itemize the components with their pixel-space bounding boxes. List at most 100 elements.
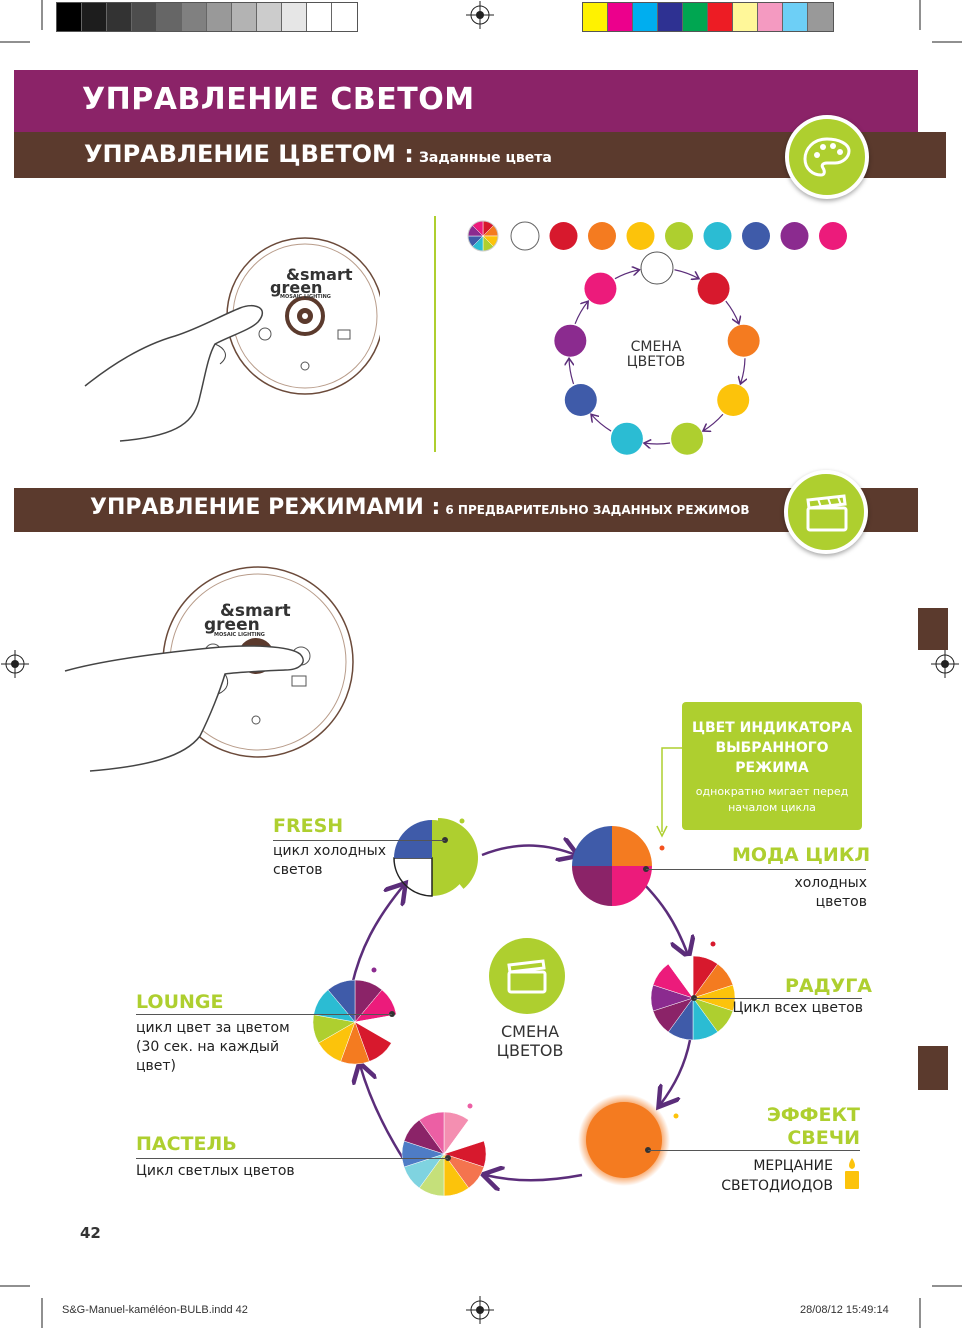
grayscale-swatches xyxy=(56,2,358,32)
label-line xyxy=(136,1158,448,1159)
cycle-arrow xyxy=(674,269,699,279)
footer-file: S&G-Manuel-kaméléon-BULB.indd 42 xyxy=(62,1304,248,1316)
mode-desc-pastel: Цикл светлых цветов xyxy=(136,1163,295,1179)
cycle-color-dot xyxy=(671,422,704,455)
indicator-pointer xyxy=(661,747,682,832)
raduga-pie xyxy=(650,955,736,1041)
mode-desc-fresh: цикл холодных светов xyxy=(273,843,387,878)
color-section-title: УПРАВЛЕНИЕ ЦВЕТОМ : xyxy=(84,140,414,168)
indicator-dot xyxy=(371,967,377,973)
section-divider xyxy=(434,216,436,452)
side-tab xyxy=(918,1046,948,1090)
color-swatch xyxy=(703,222,732,250)
candle-circle xyxy=(586,1102,662,1178)
mode-title-fresh: FRESH xyxy=(273,815,344,837)
pastel-pie xyxy=(401,1111,487,1197)
cycle-color-dot xyxy=(717,384,750,416)
clapperboard-icon xyxy=(784,470,868,554)
color-swatch xyxy=(819,222,847,250)
mode-cycle-label: СМЕНА ЦВЕТОВ xyxy=(496,1022,564,1060)
device-press-color-illustration xyxy=(84,237,380,442)
indicator-dot xyxy=(467,1103,473,1109)
indicator-info-box: ЦВЕТ ИНДИКАТОРА ВЫБРАННОГО РЕЖИМА однокр… xyxy=(682,702,862,830)
cycle-arrow xyxy=(740,358,745,384)
connector-dot xyxy=(389,1011,395,1017)
page-title: УПРАВЛЕНИЕ СВЕТОМ xyxy=(82,82,475,117)
cycle-arrow xyxy=(703,413,724,431)
cycle-color-dot xyxy=(727,324,760,357)
mode-title-lounge: LOUNGE xyxy=(136,991,224,1013)
cycle-arrow xyxy=(725,300,739,324)
footer-date: 28/08/12 15:49:14 xyxy=(800,1304,889,1316)
cycle-arrow xyxy=(574,301,588,325)
indicator-dot xyxy=(459,818,465,824)
cycle-arrow xyxy=(614,270,640,280)
device-press-mode-illustration xyxy=(64,566,354,772)
connector-dot xyxy=(445,1155,451,1161)
label-line xyxy=(136,1014,392,1015)
mode-desc-lounge: цикл цвет за цветом (30 сек. на каждый ц… xyxy=(136,1020,290,1074)
pie-slice xyxy=(327,979,356,1023)
mode-desc-raduga: Цикл всех цветов xyxy=(732,1000,863,1016)
color-cycle-diagram xyxy=(467,220,847,455)
color-swatch xyxy=(780,222,809,250)
mode-cycle-arrow xyxy=(639,879,688,955)
mode-cycle-arrow xyxy=(481,846,576,855)
color-section-subtitle: Заданные цвета xyxy=(418,150,552,166)
color-swatch xyxy=(665,222,693,250)
color-swatch xyxy=(510,221,540,251)
cycle-color-dot xyxy=(640,251,674,285)
pie-slice xyxy=(418,1111,445,1155)
color-swatch xyxy=(549,222,578,250)
mode-title-moda: МОДА ЦИКЛ xyxy=(732,844,871,866)
cycle-color-dot xyxy=(610,422,643,455)
color-cycle-label: СМЕНА ЦВЕТОВ xyxy=(626,339,686,370)
mode-cycle-arrow xyxy=(485,1175,583,1180)
page-number: 42 xyxy=(80,1224,101,1242)
mode-desc-candle: МЕРЦАНИЕ СВЕТОДИОДОВ xyxy=(721,1158,833,1194)
mode-cycle-arrow xyxy=(360,1065,406,1161)
fresh-pie xyxy=(393,818,479,897)
indicator-pointer-head xyxy=(656,825,668,838)
mode-title-raduga: РАДУГА xyxy=(785,975,873,997)
lounge-pie xyxy=(312,979,398,1065)
color-swatch xyxy=(626,222,655,250)
cycle-arrow xyxy=(569,358,575,385)
indicator-dot xyxy=(659,845,665,851)
cycle-color-dot xyxy=(697,272,730,305)
color-swatch xyxy=(588,222,616,250)
rainbow-swatch-border xyxy=(467,220,499,252)
cycle-color-dot xyxy=(554,324,587,357)
indicator-dot xyxy=(710,941,716,947)
moda-pie xyxy=(572,826,652,906)
cycle-color-dot xyxy=(584,272,617,305)
palette-icon xyxy=(785,115,869,199)
device-brand-logo: &smart green MOSAIC LIGHTING xyxy=(270,265,353,301)
indicator-dot xyxy=(673,1113,679,1119)
mode-desc-moda: холодных цветов xyxy=(794,875,867,910)
color-swatches xyxy=(582,2,834,32)
mode-section-banner: УПРАВЛЕНИЕ РЕЖИМАМИ : 6 ПРЕДВАРИТЕЛЬНО З… xyxy=(14,488,918,532)
mode-section-subtitle: 6 ПРЕДВАРИТЕЛЬНО ЗАДАННЫХ РЕЖИМОВ xyxy=(445,503,750,517)
cycle-color-dot xyxy=(564,384,597,416)
label-line xyxy=(694,998,862,999)
mode-cycle-arrow xyxy=(660,1039,692,1105)
cycle-arrow xyxy=(591,414,612,432)
device-brand-logo: &smart green MOSAIC LIGHTING xyxy=(204,601,291,639)
side-tab xyxy=(918,608,948,650)
color-swatch xyxy=(742,222,770,250)
mode-title-pastel: ПАСТЕЛЬ xyxy=(136,1133,237,1155)
label-line xyxy=(273,840,445,841)
label-line xyxy=(646,869,866,870)
clapperboard-icon xyxy=(489,938,565,1014)
cycle-arrow xyxy=(644,443,671,444)
pie-slice xyxy=(667,955,694,999)
mode-section-title: УПРАВЛЕНИЕ РЕЖИМАМИ : xyxy=(90,495,441,520)
mode-title-candle: ЭФФЕКТ СВЕЧИ xyxy=(766,1104,860,1149)
connector-dot xyxy=(442,837,448,843)
label-line xyxy=(648,1150,860,1151)
mode-cycle-arrow xyxy=(350,885,404,986)
main-banner: УПРАВЛЕНИЕ СВЕТОМ xyxy=(14,70,918,132)
